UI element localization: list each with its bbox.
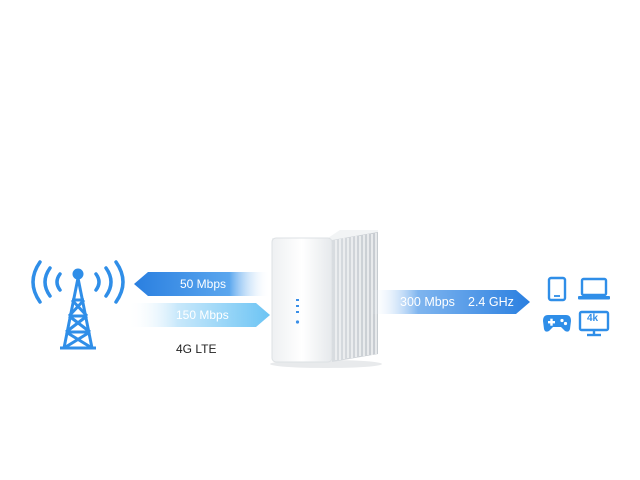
- wifi-band-label: 2.4 GHz: [468, 295, 514, 309]
- downlink-arrow: [128, 303, 270, 327]
- gamepad-icon: [543, 315, 571, 332]
- wifi-speed-label: 300 Mbps: [400, 295, 455, 309]
- tablet-icon: [547, 276, 567, 302]
- router-image: [270, 230, 382, 368]
- cell-tower-icon: [31, 260, 125, 350]
- uplink-speed-label: 50 Mbps: [180, 277, 227, 291]
- network-type-label: 4G LTE: [176, 342, 217, 356]
- downlink-speed-label: 150 Mbps: [176, 308, 229, 322]
- wifi-arrow: [370, 290, 530, 314]
- laptop-icon: [578, 277, 610, 300]
- uplink-arrow: [134, 272, 270, 296]
- tv-4k-icon: [578, 310, 610, 337]
- tv-4k-badge: 4k: [587, 313, 599, 324]
